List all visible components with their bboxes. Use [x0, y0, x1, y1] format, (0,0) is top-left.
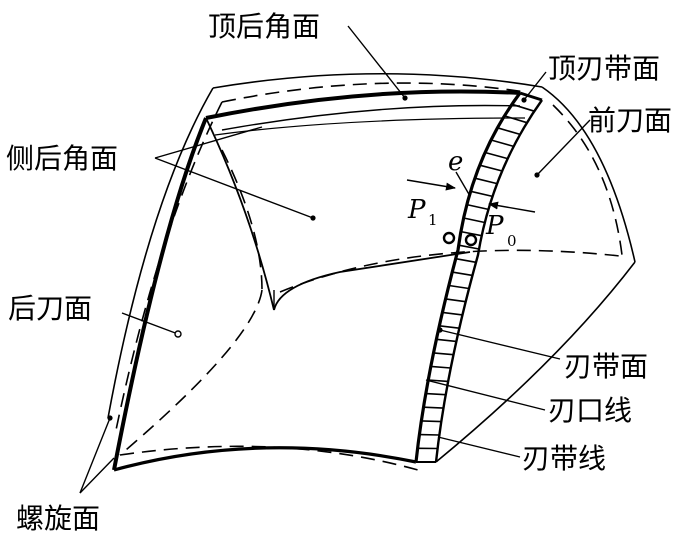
hatch-line: [445, 298, 466, 303]
rake-face-right-edge: [435, 261, 636, 463]
hatch-line: [460, 230, 482, 237]
outer-top-edge: [212, 72, 543, 89]
hatch-line: [430, 365, 451, 369]
leader-top-flank-face: [347, 25, 406, 99]
hatch-line: [442, 311, 463, 316]
dashed-edges: [115, 82, 623, 471]
leader-cutting-edge: [425, 379, 546, 411]
dashed-left-edge: [115, 101, 223, 431]
side-flank-boundary: [205, 117, 275, 311]
symbol-p0-subscript: 0: [507, 232, 517, 250]
dashed-inner-bottom: [119, 289, 263, 456]
label-helical-face: 螺旋面: [16, 502, 100, 534]
symbol-p1-subscript: 1: [428, 211, 438, 229]
hatch-line: [497, 127, 521, 136]
hatch-line: [484, 151, 508, 160]
land-strip-hatching: [417, 103, 535, 450]
symbol-p0: P: [485, 211, 504, 241]
hatch-line: [470, 190, 493, 198]
point-p0: [464, 233, 478, 247]
label-land-edge: 刃带线: [522, 442, 606, 475]
leader-land-face: [439, 329, 561, 360]
hatch-line: [511, 103, 535, 112]
dot-top-flank-face: [402, 95, 408, 101]
dashed-right-face: [552, 104, 623, 256]
dot-flank-face: [174, 330, 182, 338]
land-strip-top: [519, 91, 543, 102]
label-flank-face: 后刀面: [8, 292, 92, 325]
dot-side-flank-face: [310, 215, 316, 221]
leader-helical-a: [79, 417, 111, 494]
leader-lines: [79, 25, 591, 494]
label-side-flank-face: 侧后角面: [6, 142, 118, 175]
label-cutting-edge: 刃口线: [548, 394, 632, 427]
hatch-line: [458, 244, 480, 250]
hatch-line: [490, 139, 514, 148]
hatch-line: [436, 338, 457, 343]
margin-markers: [406, 171, 536, 213]
dashed-middle-curve: [279, 249, 621, 293]
symbol-e: e: [448, 147, 463, 177]
hatch-line: [433, 352, 454, 356]
leader-flank-face: [121, 312, 179, 335]
dot-rake-face: [534, 172, 540, 178]
leader-rake-face: [536, 119, 591, 176]
leader-side-flank-a: [154, 126, 263, 159]
top-land-line: [221, 104, 521, 131]
arrow-p0: [488, 201, 536, 213]
hatch-line: [504, 115, 528, 124]
hatch-line: [479, 164, 503, 172]
hatch-line: [452, 271, 473, 277]
hatch-line: [466, 203, 489, 211]
symbol-p1: P: [407, 195, 426, 225]
hatch-line: [428, 379, 449, 383]
hatch-line: [455, 257, 477, 264]
leader-dots: [107, 95, 540, 421]
hatch-line: [425, 392, 446, 396]
label-top-flank-face: 顶后角面: [208, 10, 320, 43]
point-p1: [442, 231, 456, 245]
arrow-p1: [406, 179, 456, 191]
land-strip-left: [414, 92, 522, 463]
side-flank-corner: [273, 251, 471, 311]
label-land-face: 刃带面: [564, 350, 648, 383]
dot-top-land: [521, 97, 527, 103]
label-top-land: 顶刃带面: [548, 52, 660, 85]
dashed-bottom-edge: [119, 445, 419, 471]
inner-top-edge: [205, 89, 521, 120]
outer-left-edge: [107, 87, 214, 419]
hatch-line: [448, 284, 470, 290]
hatch-line: [423, 406, 444, 409]
dashed-top-edge: [221, 82, 526, 103]
leader-helical-b: [79, 457, 115, 494]
bottom-edge: [113, 446, 417, 472]
leader-top-land: [523, 71, 547, 101]
hatch-line: [421, 420, 442, 423]
hatch-line: [474, 177, 498, 185]
label-rake-face: 前刀面: [588, 104, 672, 137]
dot-land-face: [437, 327, 443, 333]
hatch-line: [463, 217, 485, 224]
rake-face-upper-edge: [541, 86, 636, 263]
dashed-inner-side: [221, 149, 263, 291]
inner-left-edge: [112, 117, 208, 471]
hatch-line: [439, 325, 460, 329]
leader-land-edge: [437, 436, 521, 458]
dot-helical-face: [107, 415, 113, 421]
leader-side-flank-b: [154, 157, 314, 219]
leader-e: [455, 171, 471, 197]
